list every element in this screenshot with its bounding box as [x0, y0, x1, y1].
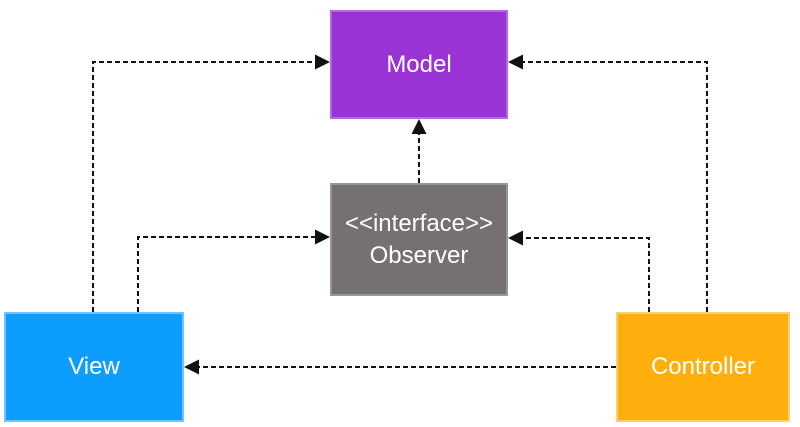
node-model: Model: [330, 10, 508, 119]
node-view: View: [4, 312, 184, 422]
edge-controller-to-model-arrowhead: [508, 54, 523, 70]
edge-view-to-model-line: [92, 61, 316, 312]
edge-controller-to-observer-line: [522, 237, 650, 312]
edge-controller-to-view-arrowhead: [184, 359, 199, 375]
edge-view-to-observer-arrowhead: [315, 229, 330, 245]
node-observer-label: Observer: [369, 241, 469, 269]
edge-controller-to-observer-arrowhead: [508, 230, 523, 246]
node-view-label: View: [68, 353, 120, 381]
node-controller: Controller: [616, 312, 790, 422]
edge-view-to-model-arrowhead: [315, 54, 330, 70]
node-observer-stereotype: <<interface>>: [344, 210, 494, 238]
edge-observer-to-model-arrowhead: [411, 119, 427, 134]
node-controller-label: Controller: [650, 353, 756, 381]
node-observer: <<interface>> Observer: [330, 183, 508, 296]
edge-view-to-observer-line: [137, 236, 316, 312]
edge-controller-to-model-line: [522, 61, 708, 312]
node-model-label: Model: [386, 50, 452, 78]
